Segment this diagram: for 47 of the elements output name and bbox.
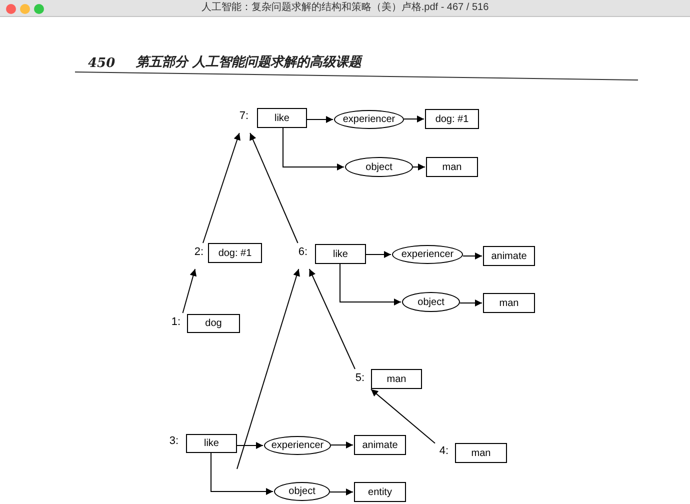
concept-box: like <box>315 244 366 264</box>
concept-box: man <box>426 157 478 177</box>
arrow <box>412 164 426 170</box>
arrow <box>308 268 356 370</box>
window-title: 人工智能：复杂问题求解的结构和策略（美）卢格.pdf - 467 / 516 <box>200 1 490 15</box>
concept-box: like <box>186 434 237 453</box>
arrow <box>182 268 197 314</box>
concept-box: man <box>371 369 422 389</box>
relation-ellipse: object <box>402 292 460 312</box>
concept-box: dog: #1 <box>425 109 479 129</box>
arrow <box>330 442 354 448</box>
arrow <box>370 388 436 444</box>
arrow <box>462 252 482 260</box>
relation-ellipse: object <box>274 482 330 501</box>
concept-box: man <box>483 293 535 313</box>
arrow <box>366 251 392 258</box>
relation-ellipse: experiencer <box>264 436 331 455</box>
relation-ellipse: object <box>345 157 413 177</box>
concept-box: like <box>257 108 307 128</box>
arrow <box>282 128 344 170</box>
arrow <box>404 116 424 122</box>
arrow <box>236 268 300 470</box>
relation-ellipse: experiencer <box>334 110 404 129</box>
node-number: 7: <box>236 108 252 130</box>
running-header: 第五部分 人工智能问题求解的高级课题 <box>136 54 362 72</box>
node-number: 3: <box>166 433 182 453</box>
page-number: 450 <box>88 55 116 73</box>
node-number: 4: <box>436 443 452 463</box>
concept-box: entity <box>354 482 406 502</box>
concept-box: man <box>455 443 507 463</box>
arrow <box>306 116 334 123</box>
concept-box: dog: #1 <box>208 243 262 263</box>
node-number: 6: <box>295 244 311 266</box>
concept-box: animate <box>354 435 406 455</box>
concept-box: animate <box>483 246 535 266</box>
arrow <box>202 132 240 244</box>
arrow <box>250 132 298 244</box>
arrow <box>330 488 354 496</box>
arrow <box>340 264 402 306</box>
arrow <box>460 300 482 306</box>
relation-ellipse: experiencer <box>392 245 463 264</box>
node-number: 5: <box>352 370 368 390</box>
concept-box: dog <box>187 314 240 333</box>
arrow <box>236 442 264 449</box>
node-number: 1: <box>169 314 183 334</box>
node-number: 2: <box>191 244 207 266</box>
arrow <box>210 452 274 495</box>
